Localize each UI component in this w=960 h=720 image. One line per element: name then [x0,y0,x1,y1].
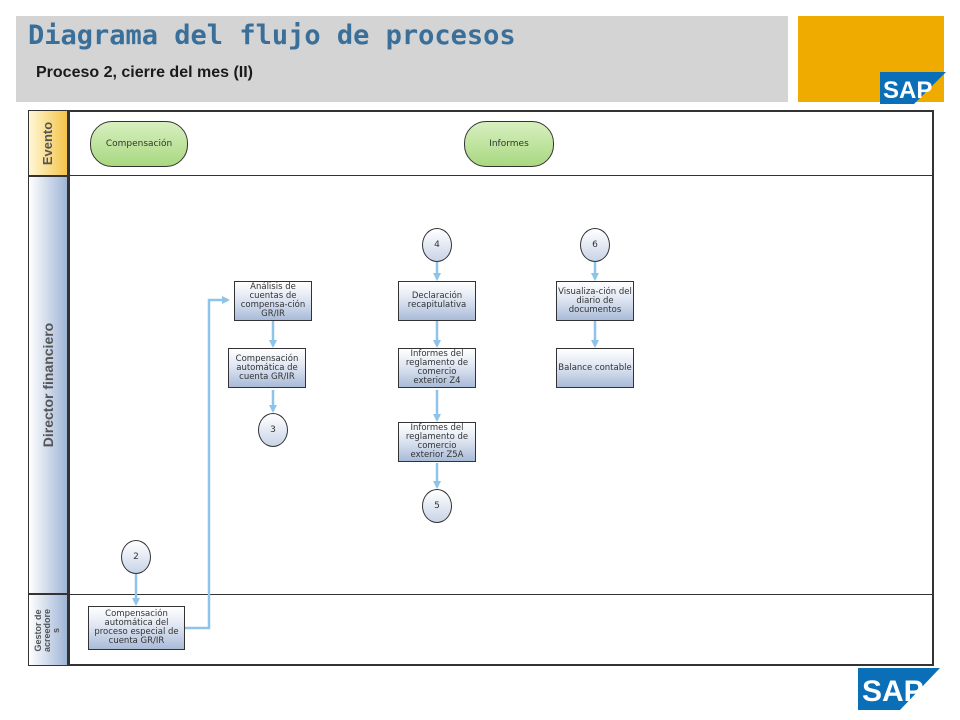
task-informes-z4[interactable]: Informes del reglamento de comercio exte… [398,348,476,388]
connector-6[interactable]: 6 [580,228,610,262]
arrow-comp-especial-to-analisis [185,296,230,630]
page-subtitle: Proceso 2, cierre del mes (II) [36,64,253,81]
task-declaracion-recapitulativa[interactable]: Declaración recapitulativa [398,281,476,321]
lane-label-evento: Evento [28,110,68,176]
event-informes[interactable]: Informes [464,121,554,167]
task-analisis-gr-ir[interactable]: Análisis de cuentas de compensa-ción GR/… [234,281,312,321]
connector-4[interactable]: 4 [422,228,452,262]
sap-logo-top: SAP [880,72,946,104]
lane-label-director: Director financiero [28,176,68,594]
header-banner: Diagrama del flujo de procesos Proceso 2… [16,16,788,102]
lane-row-gestor [68,594,934,666]
sap-logo-text: SAP [862,675,924,708]
sap-logo-bottom: SAP [858,668,940,710]
task-informes-z5a[interactable]: Informes del reglamento de comercio exte… [398,422,476,462]
task-visualizacion-diario[interactable]: Visualiza-ción del diario de documentos [556,281,634,321]
page-title: Diagrama del flujo de procesos [28,20,516,51]
task-compensacion-proceso-especial[interactable]: Compensación automática del proceso espe… [88,606,185,650]
connector-3[interactable]: 3 [258,413,288,447]
lane-label-gestor: Gestor de acreedore s [28,594,68,666]
event-compensacion[interactable]: Compensación [90,121,188,167]
task-balance-contable[interactable]: Balance contable [556,348,634,388]
connector-2[interactable]: 2 [121,540,151,574]
connector-5[interactable]: 5 [422,489,452,523]
sap-logo-text: SAP [883,77,932,104]
task-compensacion-automatica[interactable]: Compensación automática de cuenta GR/IR [228,348,306,388]
